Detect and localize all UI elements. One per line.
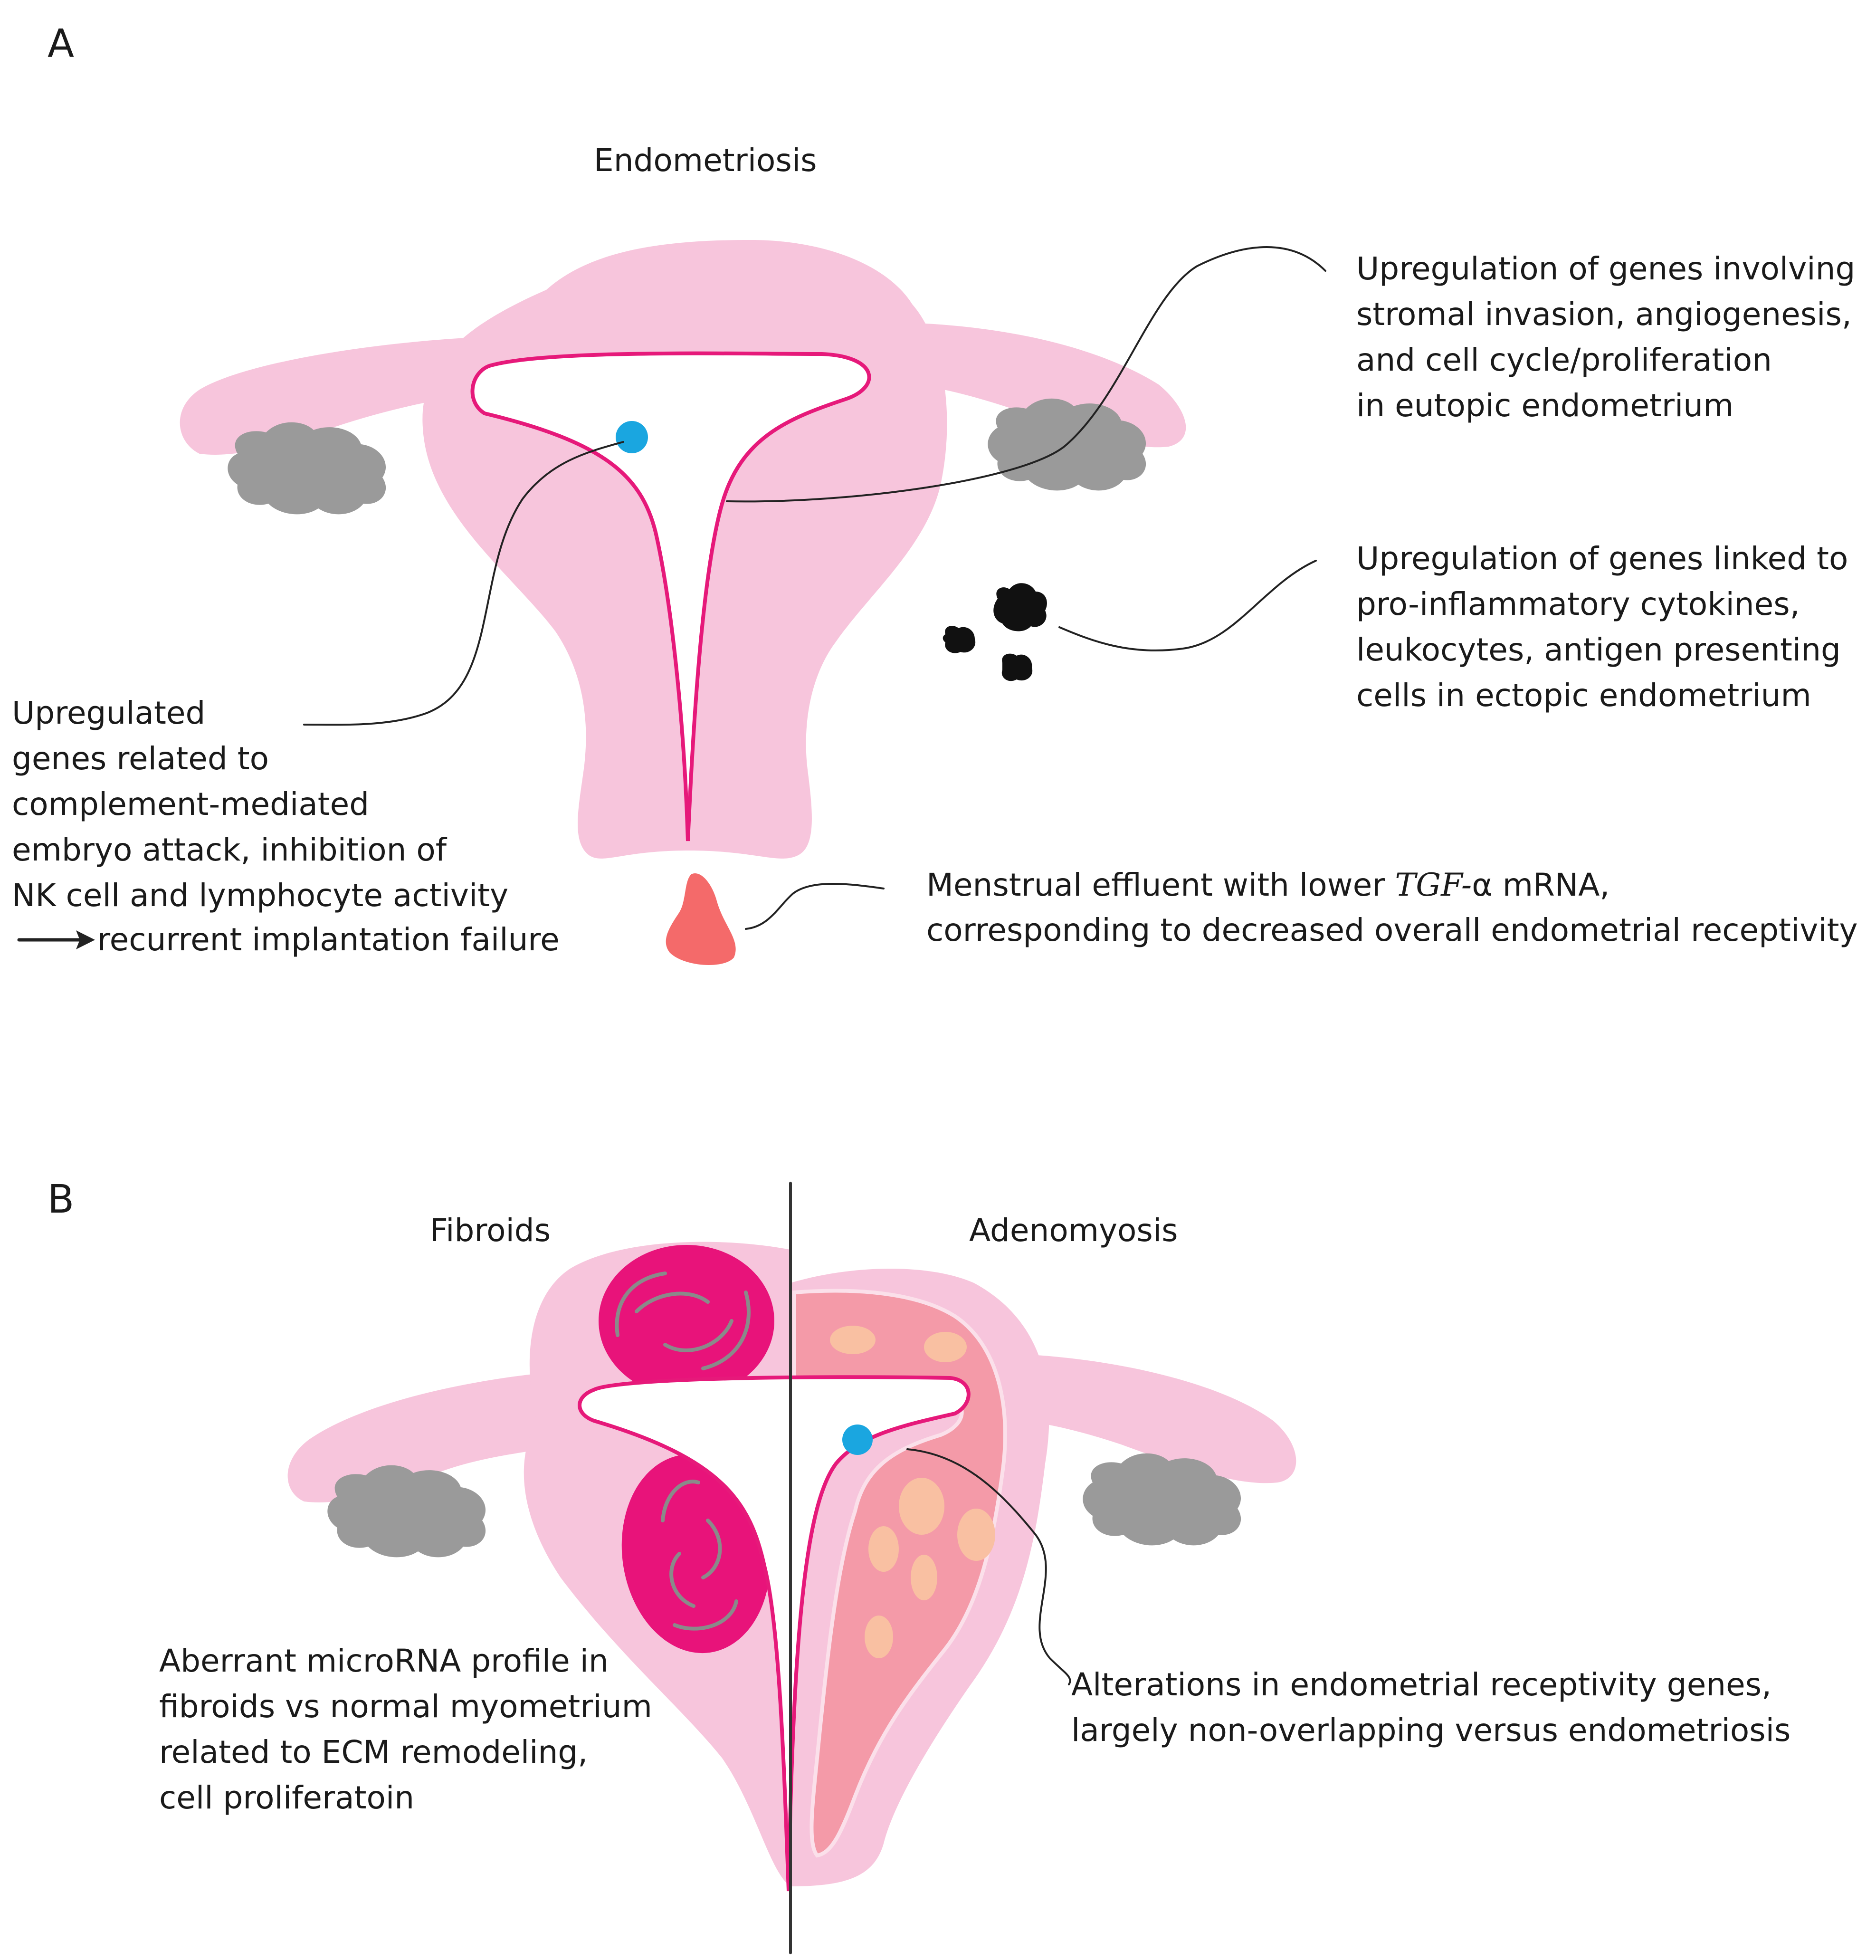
b-left-ovary-icon [327, 1465, 486, 1558]
fibroid-whorl [701, 1519, 722, 1579]
annotation-line: cell proliferatoin [159, 1779, 414, 1816]
annotation-line: Upregulation of genes involving [1356, 250, 1855, 287]
annotation-line: related to ECM remodeling, [159, 1734, 588, 1770]
ectopic-lesion-large [993, 583, 1047, 631]
annotation-line: Upregulated [12, 695, 205, 731]
left-ovary-icon [228, 422, 386, 515]
arrow-head-icon [76, 930, 95, 949]
annotation-fibroids: Aberrant microRNA profile in fibroids vs … [159, 1643, 652, 1816]
fibroid-whorl [669, 1552, 695, 1608]
menstrual-effluent-icon [666, 873, 736, 966]
leader-line-eutopic [726, 246, 1326, 503]
endometrial-cavity [470, 351, 871, 841]
annotation-line: genes related to [12, 740, 269, 777]
b-right-ovary-icon [1083, 1453, 1241, 1546]
effluent-text-post: α mRNA, [1472, 867, 1609, 903]
adenomyosis-tissue [792, 1289, 1007, 1858]
embryo-icon [616, 421, 648, 453]
fibroid-whorl [635, 1291, 710, 1313]
fibroid-whorl [673, 1599, 738, 1631]
annotation-line: embryo attack, inhibition of [12, 832, 448, 868]
annotation-implantation-result: recurrent implantation failure [97, 921, 560, 958]
panel-a-letter: A [48, 21, 74, 67]
panel-b-letter: B [48, 1177, 74, 1222]
b-right-fallopian-tube [1021, 1354, 1296, 1483]
adeno-spot [868, 1526, 899, 1572]
annotation-line: stromal invasion, angiogenesis, [1356, 296, 1852, 333]
ectopic-lesion-small-right [1001, 653, 1033, 681]
leader-line-adenomyosis [906, 1448, 1071, 1685]
b-endometrial-cavity [578, 1375, 971, 1892]
annotation-line: NK cell and lymphocyte activity [12, 877, 508, 914]
annotation-implantation: Upregulated genes related to complement-me… [12, 695, 508, 914]
effluent-gene: TGF- [1395, 867, 1472, 903]
adeno-spot [899, 1478, 944, 1535]
annotation-line: fibroids vs normal myometrium [159, 1688, 652, 1725]
annotation-effluent: Menstrual effluent with lower TGF-α mRNA… [926, 867, 1609, 903]
adeno-spot [830, 1326, 876, 1354]
adeno-spot [957, 1509, 995, 1561]
adeno-spot [924, 1332, 967, 1362]
adeno-spot [911, 1555, 937, 1600]
fibroid-whorl [615, 1272, 667, 1337]
annotation-line: Upregulation of genes linked to [1356, 540, 1848, 577]
annotation-line: pro-inflammatory cytokines, [1356, 586, 1800, 622]
b-embryo-icon [842, 1425, 873, 1455]
fibroid-whorl [663, 1319, 733, 1352]
annotation-line: complement-mediated [12, 786, 369, 822]
leader-line-implant [303, 441, 624, 726]
ectopic-lesion-small-left [943, 626, 976, 653]
leader-line-ectopic [1058, 560, 1317, 651]
annotation-line: and cell cycle/proliferation [1356, 342, 1772, 378]
left-fallopian-tube [180, 337, 475, 455]
adeno-spot [865, 1616, 893, 1658]
annotation-line: Aberrant microRNA profile in [159, 1643, 609, 1679]
fibroid-lower [621, 1454, 771, 1654]
b-left-fallopian-tube [287, 1373, 542, 1502]
annotation-adenomyosis: Alterations in endometrial receptivity g… [1071, 1666, 1790, 1749]
annotation-line: leukocytes, antigen presenting [1356, 631, 1841, 668]
annotation-line: in eutopic endometrium [1356, 387, 1733, 424]
fibroid-whorl [661, 1480, 700, 1522]
annotation-line: largely non-overlapping versus endometri… [1071, 1712, 1790, 1749]
annotation-eutopic: Upregulation of genes involving stromal i… [1356, 250, 1855, 424]
annotation-line: cells in ectopic endometrium [1356, 677, 1811, 714]
annotation-line: Alterations in endometrial receptivity g… [1071, 1666, 1771, 1703]
panel-a: A Endometriosis Upregulation of genes in… [12, 21, 1858, 966]
panel-b-title-adenomyosis: Adenomyosis [969, 1212, 1178, 1249]
leader-line-effluent [745, 883, 885, 930]
panel-b: B Fibroids Adenomyosis [48, 1177, 1790, 1954]
annotation-effluent-line2: corresponding to decreased overall endom… [926, 912, 1858, 948]
fibroid-upper [599, 1245, 774, 1397]
fibroid-whorl [701, 1291, 751, 1370]
panel-a-title: Endometriosis [594, 142, 817, 179]
effluent-text-pre: Menstrual effluent with lower [926, 867, 1395, 903]
annotation-ectopic: Upregulation of genes linked to pro-infla… [1356, 540, 1848, 714]
panel-b-title-fibroids: Fibroids [430, 1212, 551, 1249]
